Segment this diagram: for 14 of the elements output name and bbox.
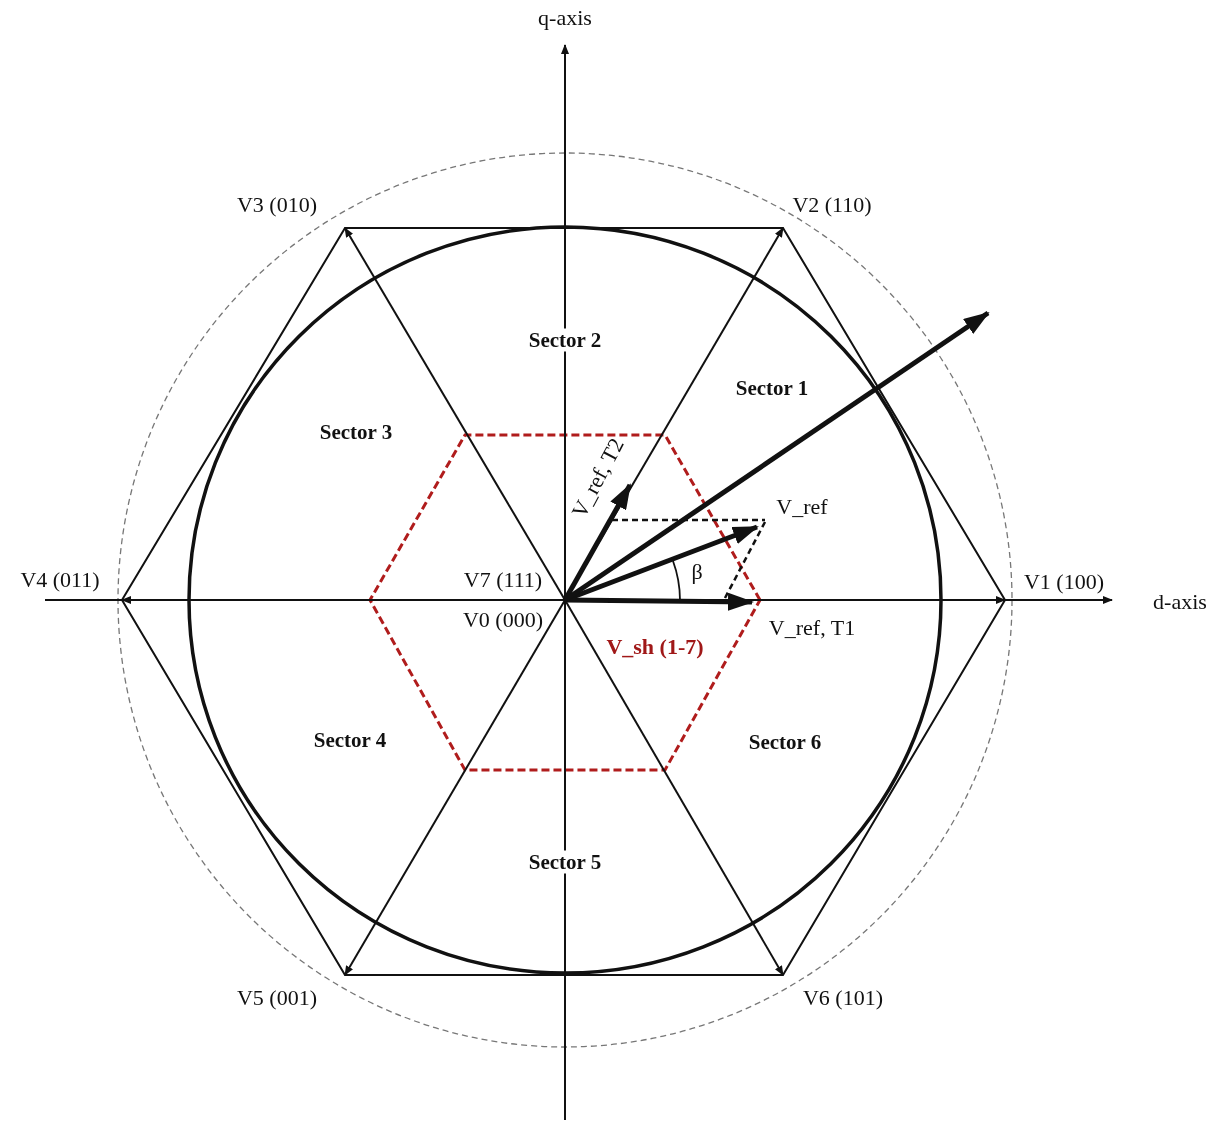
vector-label: V5 (001): [237, 987, 317, 1009]
vector-label: V6 (101): [803, 987, 883, 1009]
angle-label: β: [691, 561, 703, 583]
vector-label: V7 (111): [463, 569, 543, 591]
vector-label: V4 (011): [20, 569, 100, 591]
vector-label: V_ref, T1: [768, 617, 856, 639]
vector-label: V_ref: [776, 496, 828, 518]
vector-label: d-axis: [1153, 591, 1207, 613]
region-label: V_sh (1-7): [606, 636, 704, 658]
vector-label: V3 (010): [237, 194, 317, 216]
vector-label: V1 (100): [1024, 571, 1104, 593]
vector-label: V0 (000): [463, 609, 543, 631]
vector-label: q-axis: [538, 7, 592, 29]
vector-label: V2 (110): [792, 194, 872, 216]
